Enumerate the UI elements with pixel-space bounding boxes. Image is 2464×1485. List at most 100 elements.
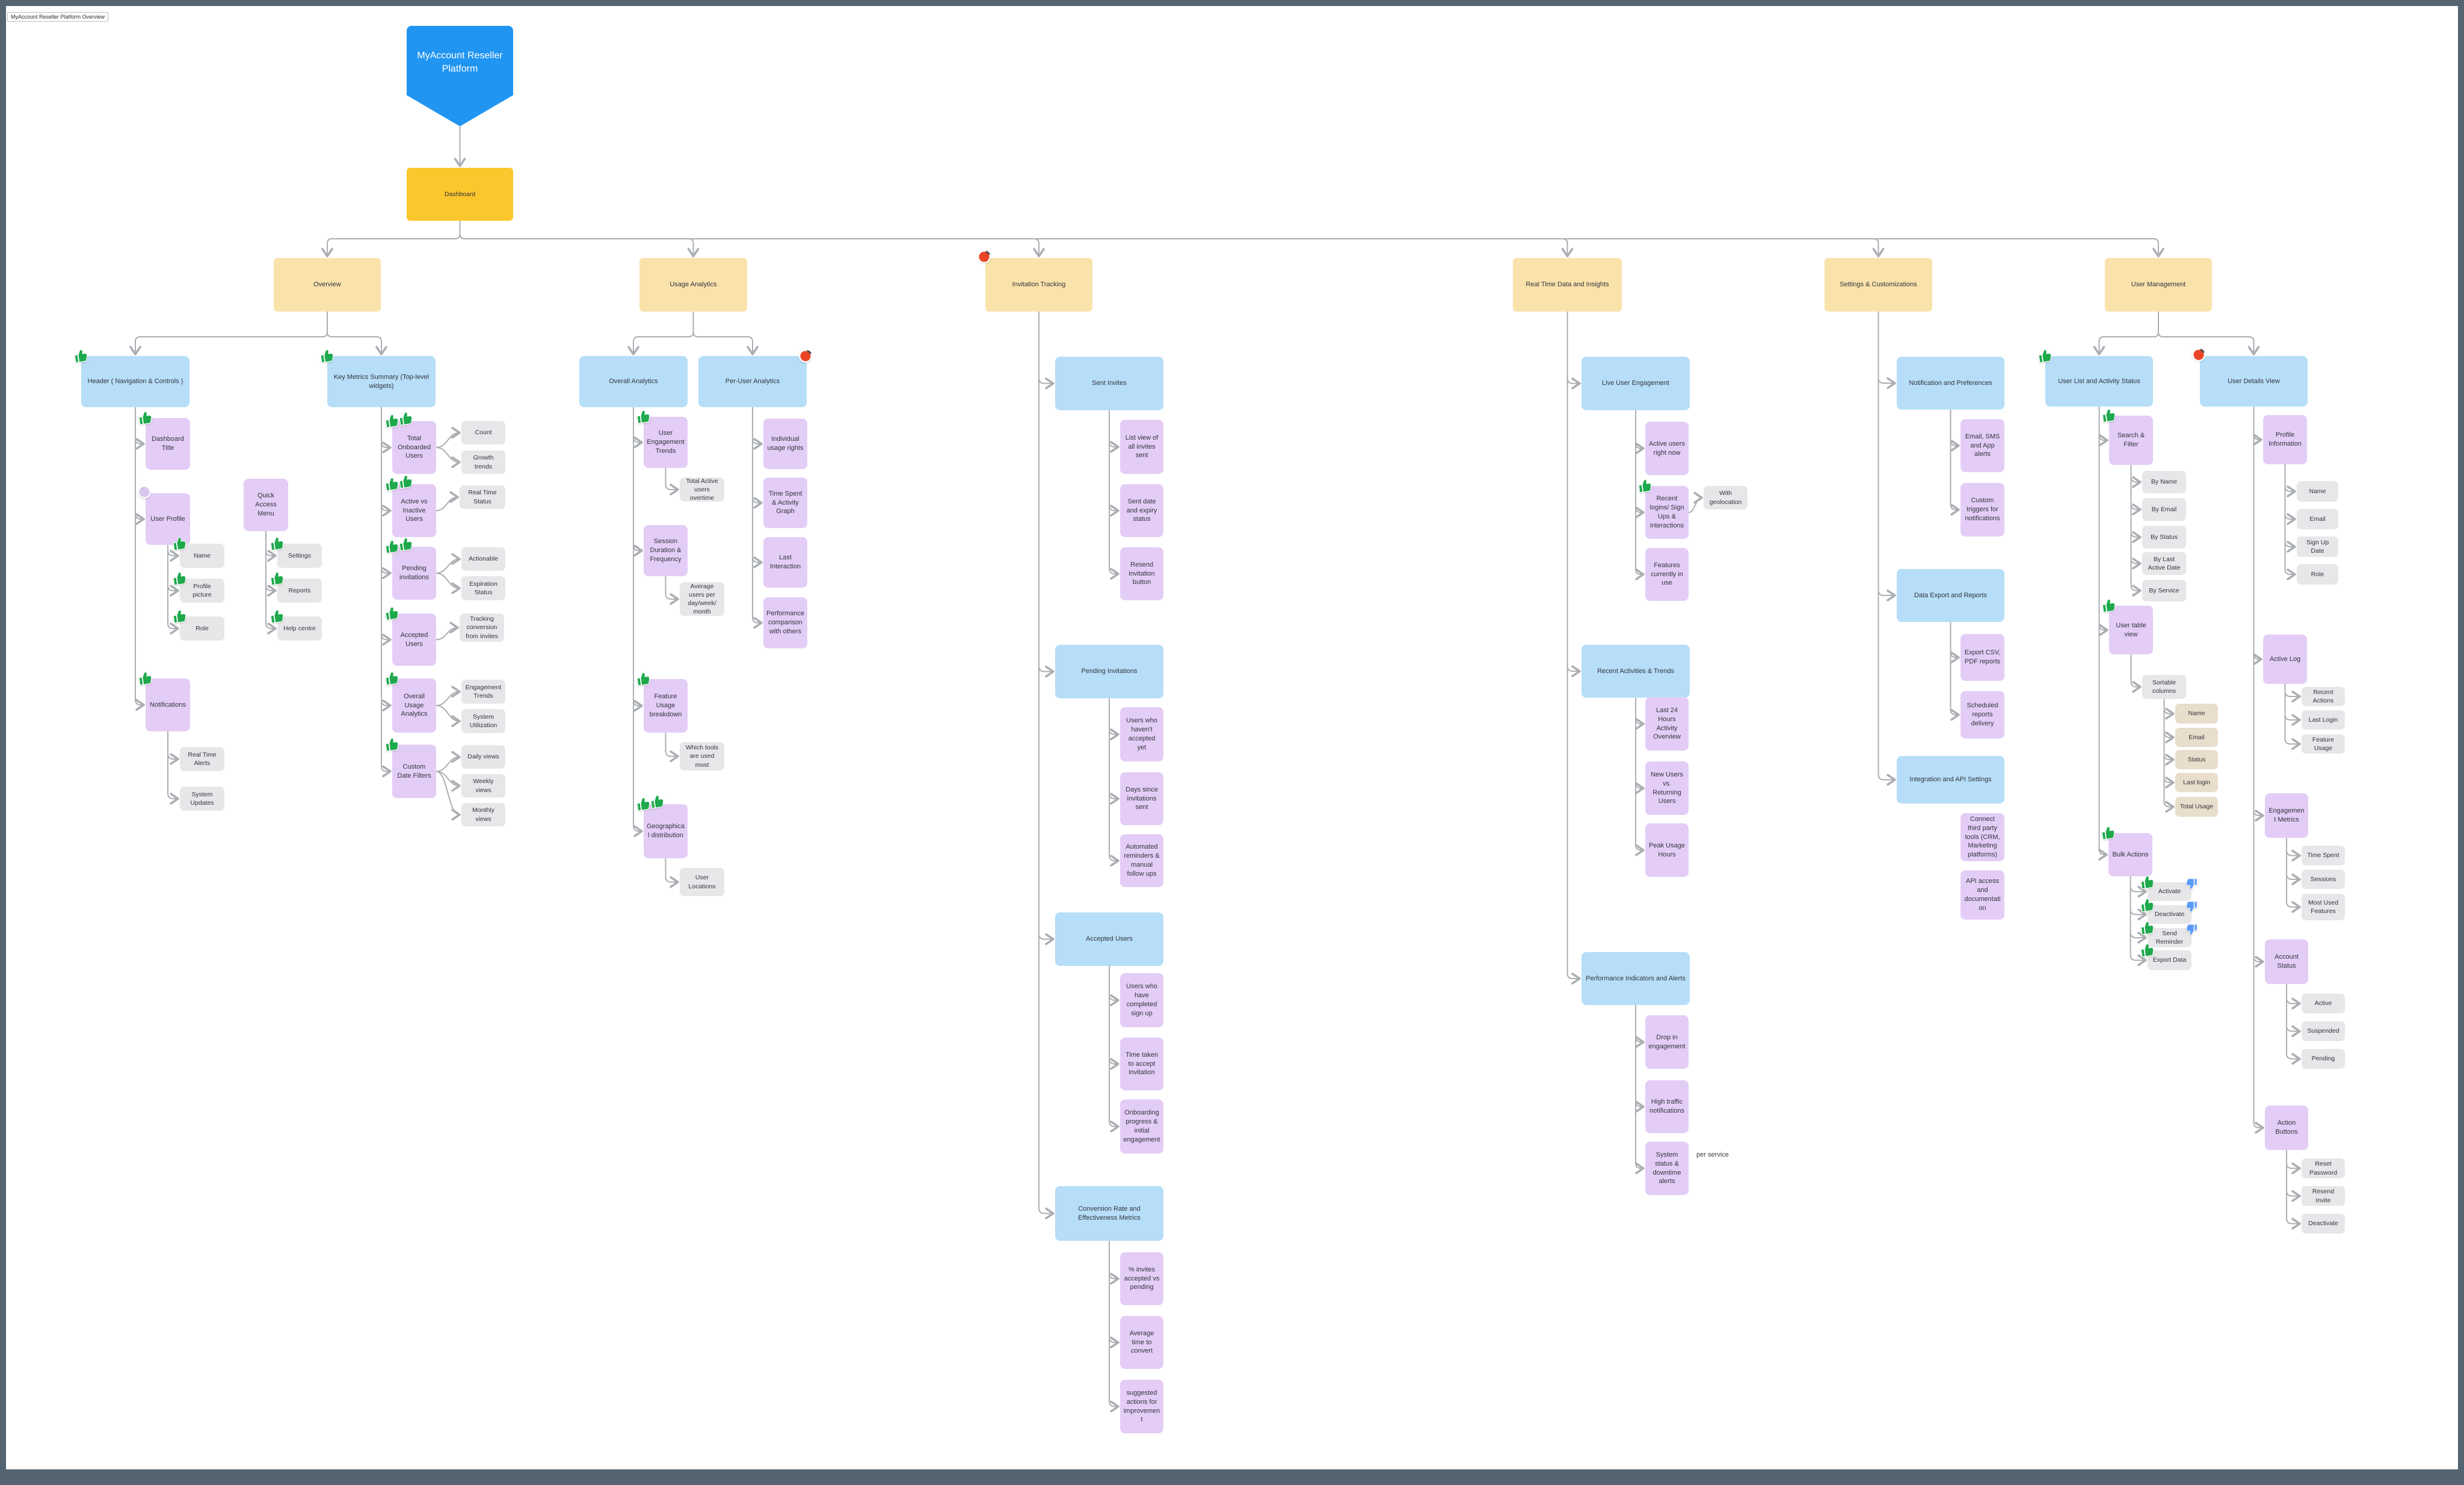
node-m_invitation[interactable]: Invitation Tracking (978, 250, 1092, 312)
thumbs-up-icon[interactable] (268, 535, 286, 553)
node-p_featuresuse[interactable]: Features currently in use (1645, 548, 1689, 601)
node-t_lastlogin[interactable]: Last login (2175, 773, 2218, 792)
node-dashboard[interactable]: Dashboard (407, 168, 513, 221)
node-p_suggested[interactable]: suggested actions for improvement (1120, 1380, 1163, 1433)
node-p_perfcomp[interactable]: Performance comparison with others (763, 597, 807, 648)
node-p_quickaccess[interactable]: Quick Access Menu (244, 479, 288, 531)
red-dot-icon[interactable] (2191, 347, 2207, 363)
node-g_pname[interactable]: Name (2297, 481, 2338, 502)
node-g_role[interactable]: Role (173, 609, 224, 641)
node-g_sessions[interactable]: Sessions (2302, 870, 2345, 889)
thumbs-up-icon[interactable] (383, 604, 401, 623)
node-p_avgtime[interactable]: Average time to convert (1120, 1316, 1163, 1369)
node-g_reports[interactable]: Reports (270, 571, 322, 603)
node-m_realtime[interactable]: Real Time Data and Insights (1513, 258, 1622, 312)
node-g_sysutil[interactable]: System Utilization (461, 709, 505, 733)
node-g_settings[interactable]: Settings (270, 537, 322, 568)
thumbs-up-icon[interactable] (268, 570, 286, 588)
node-p_customdate[interactable]: Custom Date Filters (385, 737, 436, 798)
node-g_pending[interactable]: Pending (2302, 1049, 2345, 1069)
thumbs-up-icon[interactable] (171, 607, 189, 626)
node-g_lastlogin2[interactable]: Last Login (2302, 710, 2345, 730)
thumbs-up-icon[interactable] (268, 607, 286, 626)
node-p_bulkactions[interactable]: Bulk Actions (2101, 826, 2152, 876)
thumbs-up-icon[interactable] (318, 347, 336, 365)
node-g_prole[interactable]: Role (2297, 564, 2338, 585)
node-p_autoremind[interactable]: Automated reminders & manual follow ups (1120, 834, 1163, 887)
node-m_settings[interactable]: Settings & Customizations (1825, 258, 1932, 312)
node-p_connect3rd[interactable]: Connect third party tools (CRM, Marketin… (1960, 813, 2004, 861)
node-p_notifications[interactable]: Notifications (138, 671, 190, 731)
node-p_resend[interactable]: Resend invitation button (1120, 547, 1163, 600)
thumbs-up-icon[interactable] (1636, 477, 1654, 495)
node-s_overallanalytics[interactable]: Overall Analytics (579, 356, 688, 407)
node-g_helpcentre[interactable]: Help centre (270, 609, 322, 641)
node-p_exportcsv[interactable]: Export CSV, PDF reports (1960, 634, 2004, 681)
node-p_dayssince[interactable]: Days since invitations sent (1120, 772, 1163, 825)
node-p_completed[interactable]: Users who have completed sign up (1120, 973, 1163, 1027)
node-g_geoloc[interactable]: With geolocation (1704, 486, 1748, 509)
thumbs-up-icon[interactable] (2099, 824, 2118, 842)
node-g_bylastactive[interactable]: By Last Active Date (2142, 552, 2186, 575)
thumbs-up-icon[interactable] (2100, 597, 2118, 615)
thumbs-up-icon[interactable] (635, 670, 653, 688)
node-p_indusage[interactable]: Individual usage rights (763, 419, 807, 469)
node-s_integration[interactable]: Integration and API Settings (1897, 756, 2004, 804)
node-p_searchfilter[interactable]: Search & Filter (2102, 408, 2153, 465)
node-g_featusage2[interactable]: Feature Usage (2302, 734, 2345, 754)
node-p_pctinvites[interactable]: % invites accepted vs pending (1120, 1252, 1163, 1305)
node-g_totalactive[interactable]: Total Active users overtime (680, 478, 724, 502)
thumbs-up-icon[interactable] (171, 570, 189, 588)
thumbs-up-icon[interactable] (635, 795, 653, 813)
node-p_accountstatus[interactable]: Account Status (2265, 939, 2308, 984)
node-g_recentactions[interactable]: Recent Actions (2302, 687, 2345, 706)
node-s_recentact[interactable]: Recent Activities & Trends (1582, 645, 1690, 698)
whiteboard-canvas[interactable] (6, 6, 2458, 1469)
thumbs-up-icon[interactable] (72, 347, 90, 365)
node-s_conversion[interactable]: Conversion Rate and Effectiveness Metric… (1055, 1186, 1163, 1241)
thumbs-up-icon[interactable] (383, 412, 401, 430)
thumbs-up-icon[interactable] (2036, 347, 2054, 365)
node-m_usermgmt[interactable]: User Management (2105, 258, 2212, 312)
node-g_sysupd[interactable]: System Updates (180, 787, 224, 811)
node-t_email[interactable]: Email (2175, 728, 2218, 747)
node-p_peakusage[interactable]: Peak Usage Hours (1645, 823, 1689, 877)
node-s_keymetrics[interactable]: Key Metrics Summary (Top-level widgets) (320, 349, 436, 407)
node-p_profileinfo[interactable]: Profile Information (2263, 415, 2307, 464)
node-g_timespent2[interactable]: Time Spent (2302, 846, 2345, 865)
node-g_trackconv[interactable]: Tracking conversion from invites (460, 613, 504, 642)
node-s_userdetails[interactable]: User Details View (2192, 348, 2308, 407)
thumbs-up-icon[interactable] (137, 409, 155, 427)
node-g_byname[interactable]: By Name (2142, 471, 2186, 493)
thumbs-up-icon[interactable] (648, 793, 667, 811)
node-m_usage[interactable]: Usage Analytics (639, 258, 747, 312)
node-p_last24[interactable]: Last 24 Hours Activity Overview (1645, 697, 1689, 751)
node-g_exportdata[interactable]: Export Data (2140, 943, 2191, 970)
node-g_byemail[interactable]: By Email (2142, 498, 2186, 521)
thumbs-up-icon[interactable] (383, 736, 401, 754)
node-p_customtrig[interactable]: Custom triggers for notifications (1960, 483, 2004, 537)
node-g_deactivate[interactable]: Deactivate (2140, 898, 2198, 924)
node-p_acceptedkm[interactable]: Accepted Users (385, 606, 436, 666)
node-g_weekly[interactable]: Weekly views (461, 774, 505, 798)
thumbs-up-icon[interactable] (2139, 873, 2157, 891)
node-p_usertable[interactable]: User table view (2102, 598, 2153, 654)
thumbs-up-icon[interactable] (635, 408, 653, 426)
node-g_deactivate2[interactable]: Deactivate (2302, 1214, 2345, 1234)
node-p_apiaccess[interactable]: API access and documentation (1960, 870, 2004, 920)
node-t_totalusage[interactable]: Total Usage (2175, 797, 2218, 817)
node-p_emailsms[interactable]: Email, SMS and App alerts (1960, 419, 2004, 472)
node-p_dropeng[interactable]: Drop in engagement (1645, 1015, 1689, 1069)
node-s_header[interactable]: Header ( Navigation & Controls ) (74, 349, 189, 407)
node-g_name[interactable]: Name (173, 537, 224, 568)
page-curl-icon[interactable] (137, 484, 152, 500)
node-p_totalonb[interactable]: Total Onboarded Users (385, 411, 436, 474)
thumbs-up-icon[interactable] (383, 538, 401, 556)
node-g_sortable[interactable]: Sortable columns (2142, 675, 2186, 699)
red-dot-icon[interactable] (798, 348, 813, 364)
node-p_userprofile[interactable]: User Profile (138, 485, 190, 545)
node-g_engtrends[interactable]: Engagement Trends (461, 680, 505, 704)
node-p_listview[interactable]: List view of all invites sent (1120, 420, 1163, 474)
node-s_notifpref[interactable]: Notification and Preferences (1897, 357, 2004, 410)
node-s_userlist[interactable]: User List and Activity Status (2038, 349, 2153, 407)
